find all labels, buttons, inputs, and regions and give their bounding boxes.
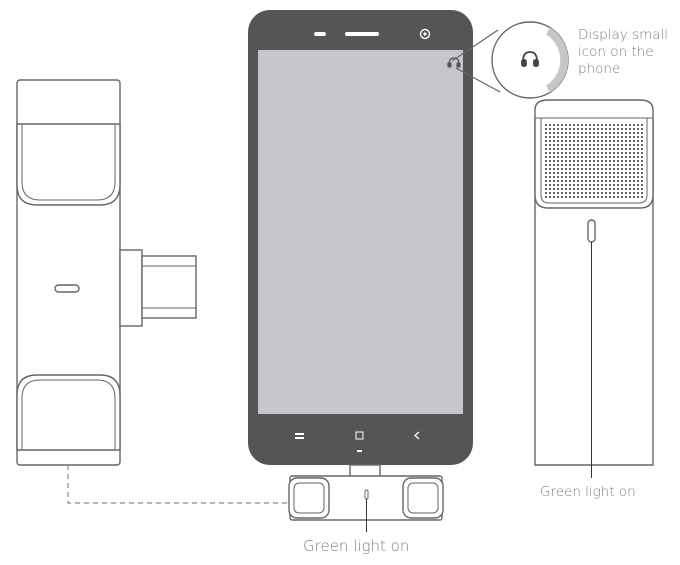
receiver-plug-base bbox=[119, 249, 143, 327]
menu-icon bbox=[295, 433, 304, 439]
receiver-top-clip bbox=[16, 123, 121, 206]
receiver-bottom-clip bbox=[16, 374, 121, 451]
transmitter-grille bbox=[545, 124, 643, 198]
receiver-front-view bbox=[288, 475, 444, 521]
label-green-light-center: Green light on bbox=[303, 537, 410, 555]
receiver-slot bbox=[54, 284, 80, 293]
dashed-leader bbox=[67, 465, 288, 504]
label-display-icon: Display small icon on the phone bbox=[578, 27, 669, 77]
phone-screen bbox=[258, 50, 463, 414]
receiver-indicator-light bbox=[364, 489, 369, 500]
headset-icon bbox=[521, 51, 539, 67]
back-icon bbox=[414, 431, 420, 440]
home-icon bbox=[355, 431, 364, 440]
label-green-light-right: Green light on bbox=[540, 484, 636, 500]
receiver-side-view bbox=[16, 79, 197, 466]
phone-speaker-icon bbox=[314, 32, 326, 36]
headset-icon bbox=[447, 57, 461, 68]
icon-magnifier bbox=[451, 21, 569, 99]
phone-connector bbox=[349, 464, 381, 478]
transmitter bbox=[534, 99, 654, 466]
phone-camera-icon bbox=[419, 28, 431, 40]
transmitter-indicator-light bbox=[587, 219, 596, 243]
phone-speaker-icon bbox=[345, 32, 379, 36]
phone-port bbox=[357, 450, 362, 452]
receiver-plug bbox=[141, 255, 197, 319]
phone bbox=[248, 10, 473, 478]
